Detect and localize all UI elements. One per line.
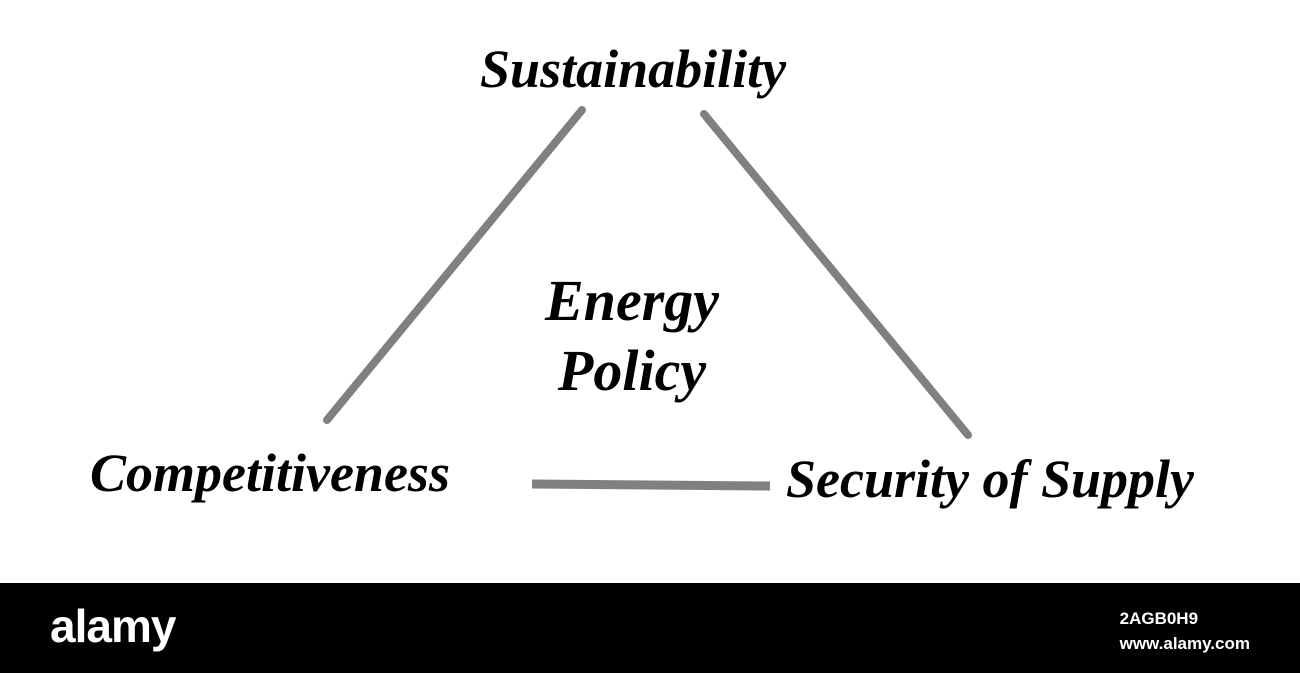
connector-left-to-right	[531, 479, 771, 491]
node-sustainability: Sustainability	[480, 39, 787, 99]
image-code: 2AGB0H9	[1119, 609, 1199, 628]
image-meta: 2AGB0H9 www.alamy.com	[1120, 607, 1250, 656]
center-title-line-2: Policy	[557, 337, 707, 403]
connector-top-to-left	[323, 106, 586, 424]
alamy-logo: alamy	[50, 600, 176, 652]
center-title: Energy Policy	[500, 266, 764, 405]
watermark-bar: alamy 2AGB0H9 www.alamy.com	[0, 583, 1300, 673]
center-title-line-1: Energy	[545, 268, 719, 333]
triangle-connectors	[323, 106, 972, 491]
node-security-of-supply: Security of Supply	[786, 449, 1195, 509]
connector-top-to-right	[700, 110, 972, 439]
node-competitiveness: Competitiveness	[90, 443, 450, 503]
diagram-canvas: Sustainability Competitiveness Security …	[90, 39, 1195, 509]
site-url: www.alamy.com	[1119, 633, 1250, 653]
